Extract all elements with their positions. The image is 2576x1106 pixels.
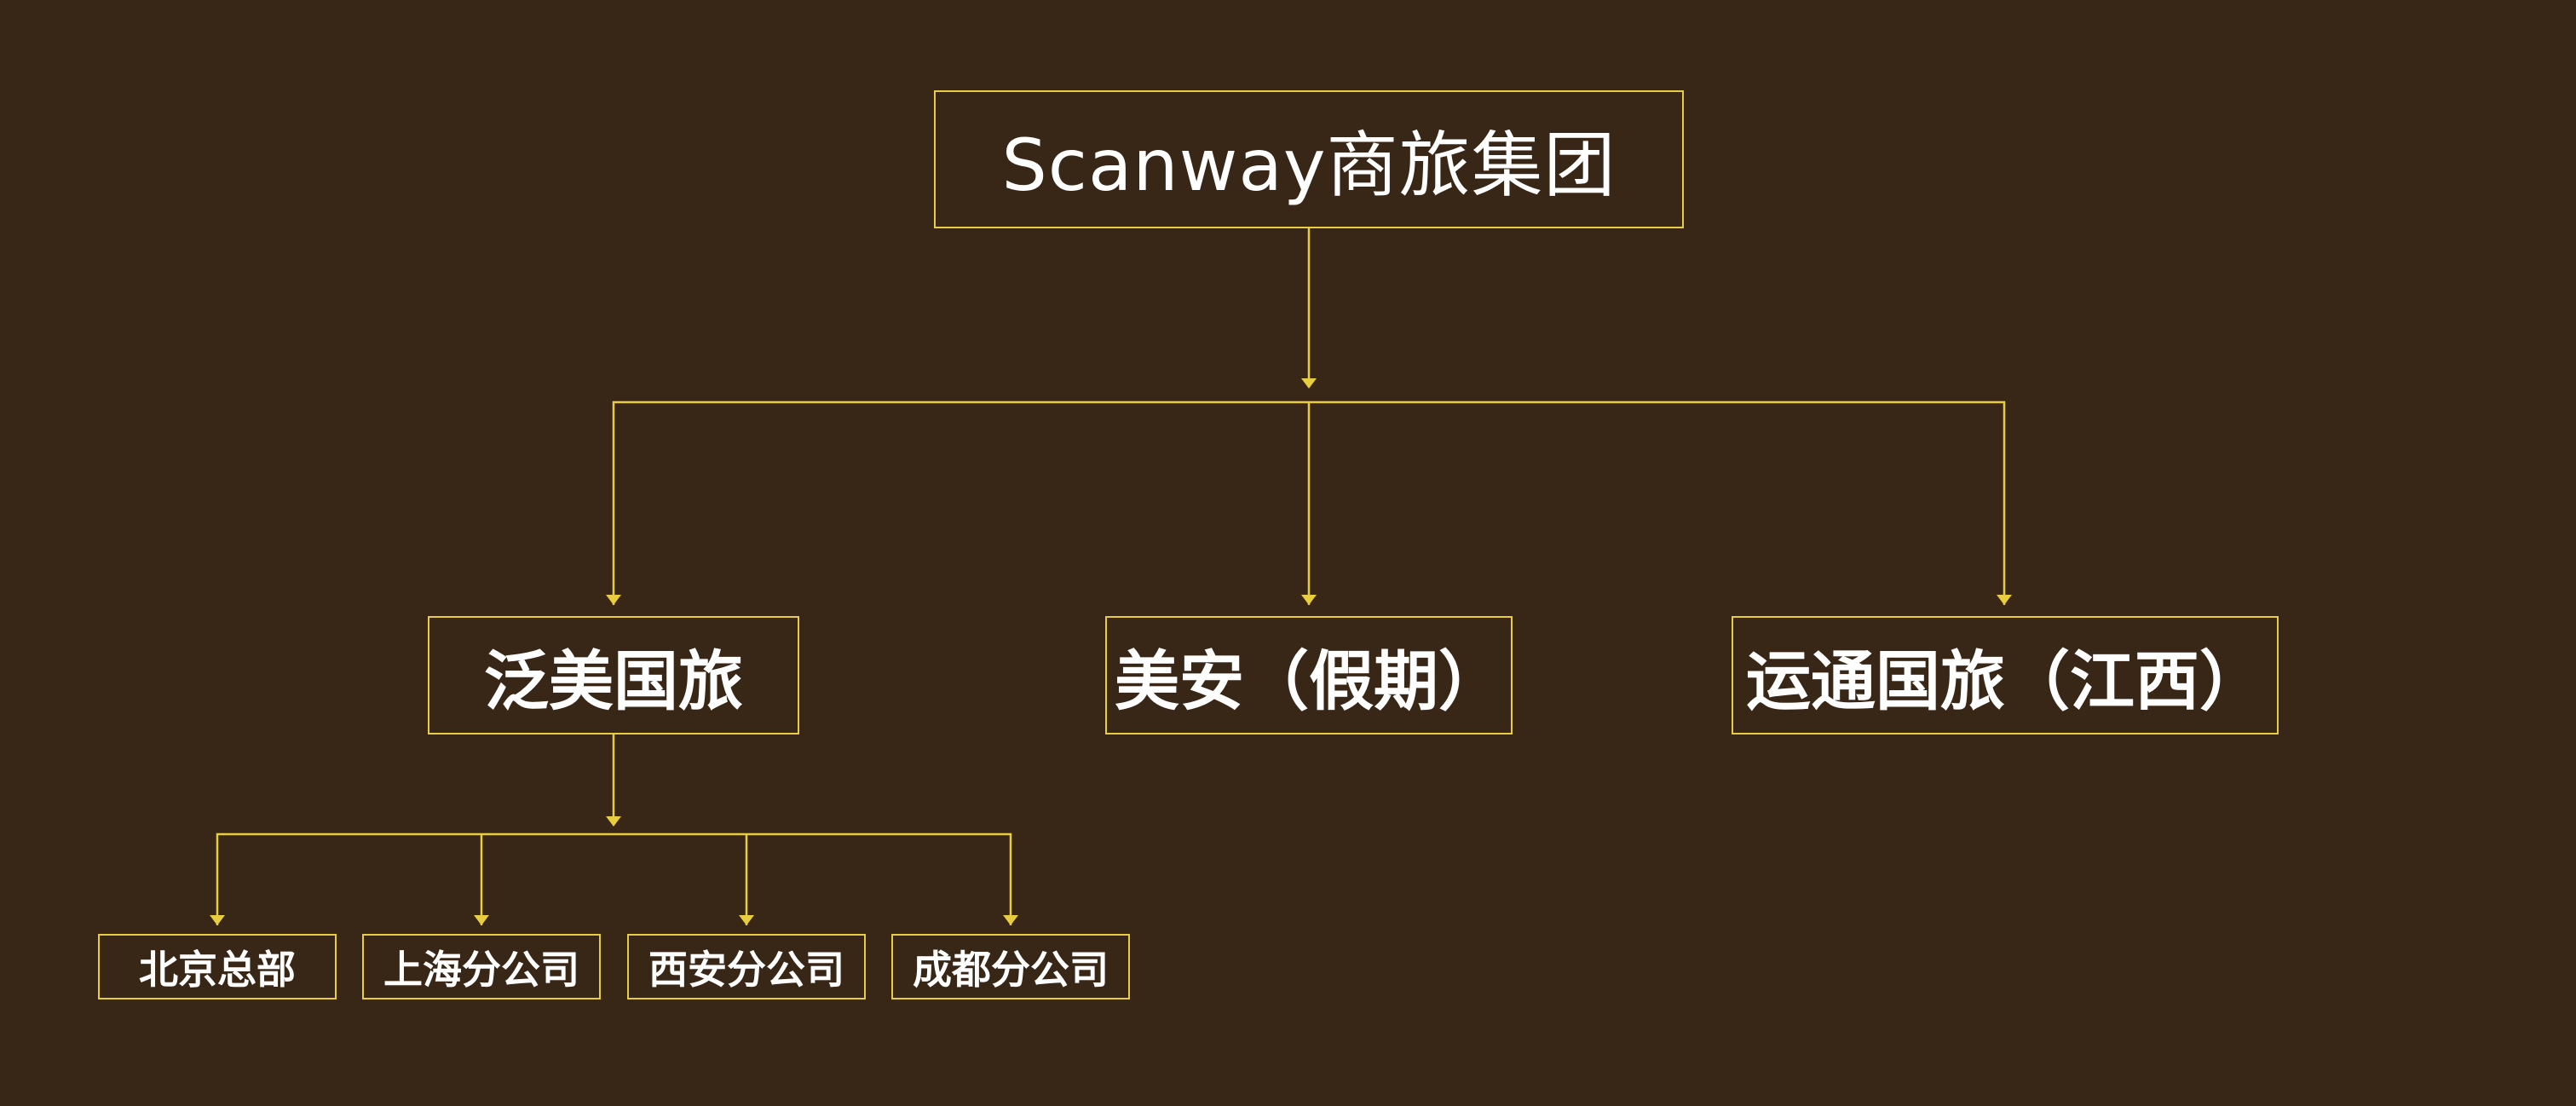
arrowhead-branch-2: [474, 915, 489, 925]
node-branch-2: 上海分公司: [362, 934, 601, 999]
node-division-2-label: 美安（假期）: [1115, 642, 1503, 719]
node-root-label: Scanway商旅集团: [1001, 123, 1616, 207]
node-division-1: 泛美国旅: [428, 616, 799, 734]
arrowhead-root: [1301, 378, 1317, 389]
arrowhead-branch-3: [739, 915, 754, 925]
arrowhead-division-2: [1301, 595, 1317, 605]
node-branch-1: 北京总部: [98, 934, 337, 999]
node-branch-1-label: 北京总部: [139, 946, 296, 993]
node-division-3: 运通国旅（江西）: [1732, 616, 2279, 734]
arrowhead-division-3: [1997, 595, 2012, 605]
node-root: Scanway商旅集团: [934, 90, 1684, 228]
arrowhead-branch-4: [1003, 915, 1018, 925]
arrowhead-branch-1: [210, 915, 225, 925]
connector-branch-bus: [216, 832, 1012, 925]
node-branch-4-label: 成都分公司: [913, 946, 1109, 993]
node-branch-4: 成都分公司: [891, 934, 1130, 999]
arrowhead-division-down: [606, 816, 621, 827]
node-division-2: 美安（假期）: [1105, 616, 1513, 734]
node-branch-3-label: 西安分公司: [648, 946, 844, 993]
node-branch-3: 西安分公司: [627, 934, 866, 999]
node-division-3-label: 运通国旅（江西）: [1746, 642, 2264, 719]
node-division-1-label: 泛美国旅: [484, 642, 743, 719]
node-branch-2-label: 上海分公司: [383, 946, 579, 993]
arrowhead-division-1: [606, 595, 621, 605]
